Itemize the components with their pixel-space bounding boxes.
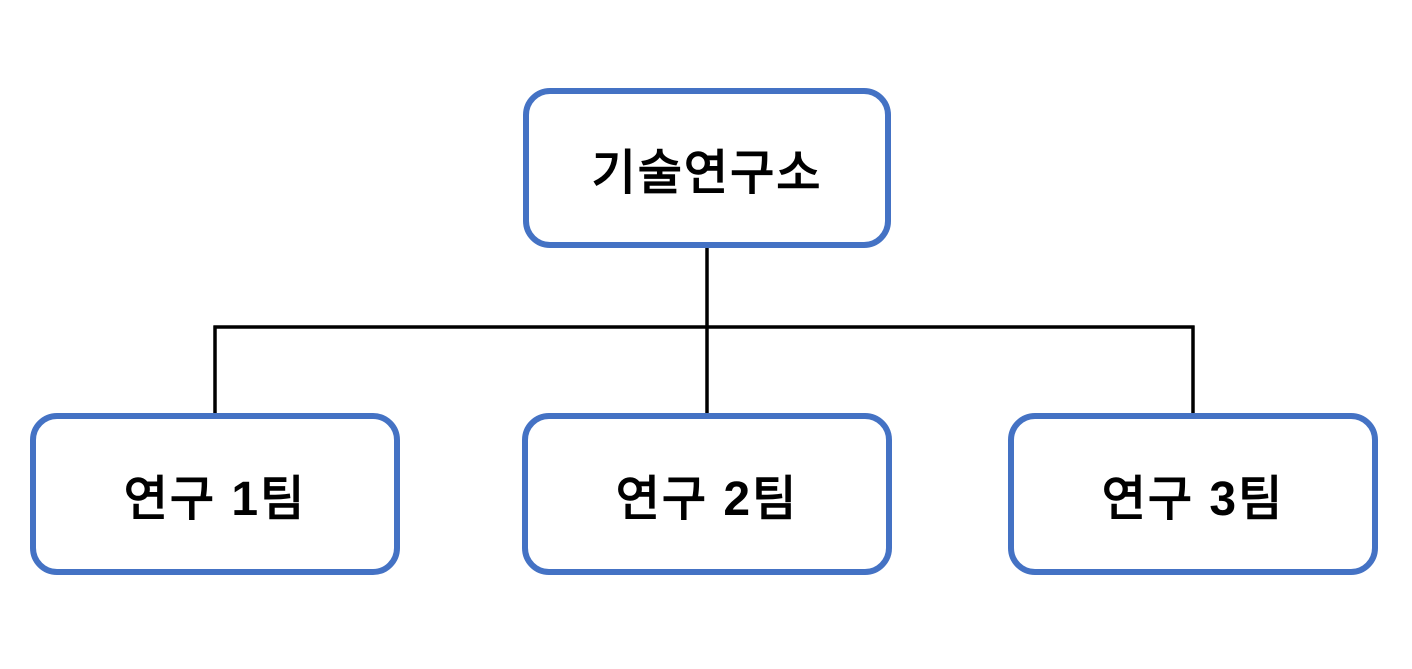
org-node-team-2-label: 연구 2팀 <box>615 473 799 526</box>
org-node-team-3: 연구 3팀 <box>1008 413 1378 575</box>
org-node-root-label: 기술연구소 <box>591 147 823 200</box>
org-node-team-3-label: 연구 3팀 <box>1101 473 1285 526</box>
org-node-root: 기술연구소 <box>523 88 891 248</box>
org-node-team-2: 연구 2팀 <box>522 413 892 575</box>
org-node-team-1-label: 연구 1팀 <box>123 473 307 526</box>
org-node-team-1: 연구 1팀 <box>30 413 400 575</box>
